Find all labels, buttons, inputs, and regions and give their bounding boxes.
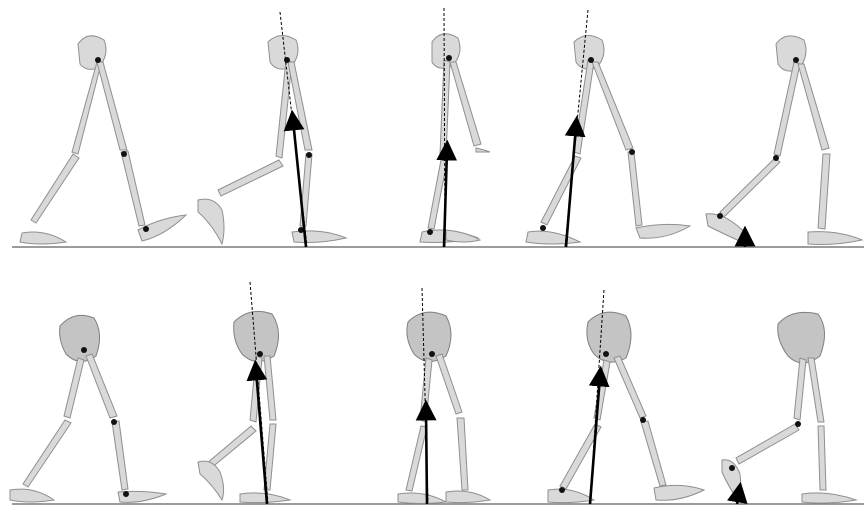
femur-right	[86, 354, 117, 418]
tibia-right	[818, 426, 826, 490]
skeleton-frame	[420, 8, 490, 247]
foot-left	[198, 461, 224, 500]
hip-joint	[793, 57, 799, 63]
hip-joint	[603, 351, 609, 357]
femur-right	[264, 356, 276, 420]
tibia-left	[541, 156, 581, 225]
ankle-joint	[427, 229, 433, 235]
tibia-right	[641, 421, 666, 486]
skeleton-frame	[198, 282, 290, 504]
knee-joint	[795, 421, 801, 427]
tibia-right	[818, 154, 830, 229]
hip-joint	[429, 351, 435, 357]
femur-right	[798, 64, 829, 150]
row-1	[12, 8, 864, 247]
tibia-left	[736, 424, 799, 464]
foot-right	[802, 493, 856, 503]
hip-joint	[446, 55, 452, 61]
hip-joint	[588, 57, 594, 63]
skeleton-frame	[526, 10, 690, 247]
ground-reaction-force-arrow	[566, 126, 576, 247]
foot-right	[446, 491, 490, 503]
hip-joint	[95, 57, 101, 63]
knee-joint	[640, 417, 646, 423]
femur-right	[436, 354, 462, 414]
tibia-right	[628, 152, 642, 226]
femur-left	[794, 358, 806, 420]
femur-right	[450, 62, 481, 146]
knee-joint	[306, 152, 312, 158]
hip-joint	[81, 347, 87, 353]
foot-right	[654, 485, 704, 500]
ankle-joint	[540, 225, 546, 231]
ankle-joint	[123, 491, 129, 497]
tibia-right	[121, 151, 145, 226]
tibia-left	[23, 420, 71, 487]
femur-right	[808, 358, 824, 422]
pelvis	[407, 312, 451, 361]
skeleton-frame	[722, 312, 856, 504]
foot-left	[526, 231, 580, 244]
tibia-right	[457, 418, 468, 490]
femur-right	[288, 62, 312, 150]
skeleton-frame	[198, 12, 346, 247]
foot-right	[636, 224, 690, 238]
foot-left	[548, 489, 594, 503]
foot-left	[10, 489, 54, 502]
tibia-left	[406, 426, 427, 491]
skeleton-frame	[548, 290, 704, 504]
femur-right	[97, 62, 127, 150]
femur-right	[614, 356, 646, 418]
knee-joint	[629, 149, 635, 155]
tibia-left	[206, 426, 256, 469]
foot-right	[808, 232, 862, 245]
foot-left	[20, 232, 66, 244]
hip-joint	[257, 351, 263, 357]
tibia-left	[218, 160, 283, 196]
skeleton-frame	[706, 36, 862, 247]
femur-left	[64, 358, 84, 418]
ankle-joint	[559, 487, 565, 493]
pelvis	[778, 312, 825, 363]
foot-left	[198, 199, 224, 244]
femur-left	[72, 62, 101, 154]
foot-left	[398, 493, 446, 504]
skeleton-frame	[20, 36, 186, 244]
tibia-left	[720, 158, 780, 217]
ankle-joint	[729, 465, 735, 471]
tibia-left	[31, 154, 79, 223]
femur-left	[774, 62, 800, 156]
ground-reaction-force-arrow	[426, 410, 427, 504]
pelvis	[60, 315, 100, 361]
knee-joint	[121, 151, 127, 157]
foot-right	[446, 230, 480, 242]
knee-joint	[773, 155, 779, 161]
femur-left	[276, 60, 292, 158]
tibia-right	[112, 421, 128, 490]
knee-joint	[111, 419, 117, 425]
row-2	[10, 282, 864, 504]
pelvis	[587, 312, 631, 362]
ground-reaction-force-arrow	[256, 370, 267, 504]
skeleton-frame	[398, 288, 490, 504]
ankle-joint	[143, 226, 149, 232]
femur-left	[574, 60, 594, 154]
ankle-joint	[717, 213, 723, 219]
skeleton-frame	[10, 315, 166, 502]
femur-left	[440, 60, 450, 156]
tibia-right	[476, 148, 490, 152]
femur-right	[592, 62, 633, 150]
